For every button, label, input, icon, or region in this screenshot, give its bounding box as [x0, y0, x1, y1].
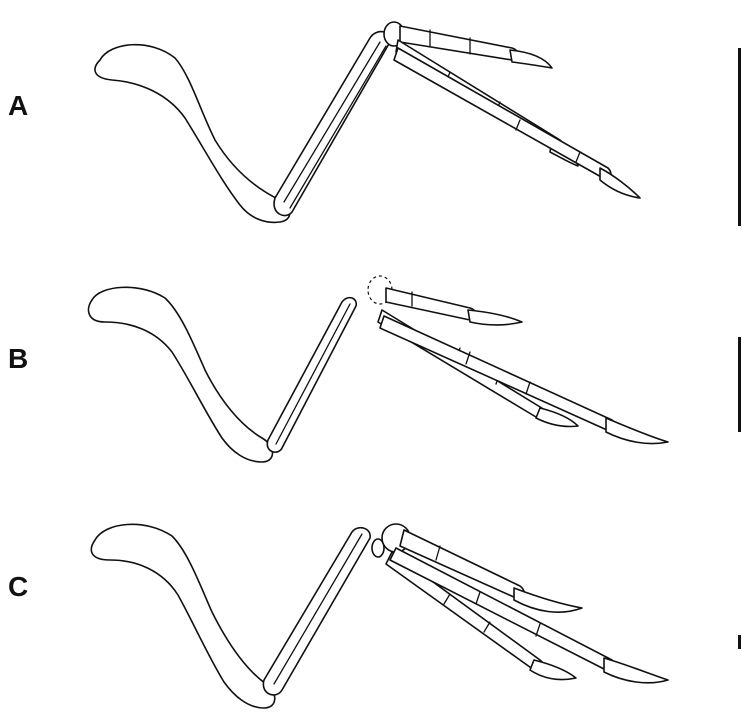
scale-bar-c	[738, 635, 741, 649]
panel-c-digit-3	[390, 548, 615, 671]
panel-label-c: C	[8, 573, 28, 601]
panel-b-radius	[267, 298, 356, 453]
scale-bar-a	[738, 48, 741, 226]
panel-b-claw-1	[468, 310, 522, 325]
panel-a-ulna-line	[284, 42, 380, 202]
panel-a-scapula	[95, 45, 290, 223]
panel-b-claw-3	[606, 418, 668, 444]
panel-a-limb	[95, 22, 640, 222]
scale-bar-b	[738, 337, 741, 432]
panel-a-digit-3	[394, 48, 611, 179]
panel-label-b: B	[8, 345, 28, 373]
panel-c-claw-1	[514, 588, 582, 612]
panel-c-limb	[91, 524, 668, 708]
panel-b-digit-3	[380, 316, 615, 431]
panel-c-scapula	[91, 524, 274, 708]
panel-c-claw-3	[604, 658, 668, 683]
panel-a-claw-1	[510, 50, 552, 68]
panel-a-radius	[274, 32, 390, 216]
panel-b-digit-1	[386, 288, 476, 320]
panel-b-limb	[88, 276, 668, 462]
panel-a-claw-3	[600, 168, 640, 198]
panel-label-a: A	[8, 92, 28, 120]
panel-b-scapula	[88, 287, 272, 462]
panel-c-claw-2	[530, 660, 576, 680]
